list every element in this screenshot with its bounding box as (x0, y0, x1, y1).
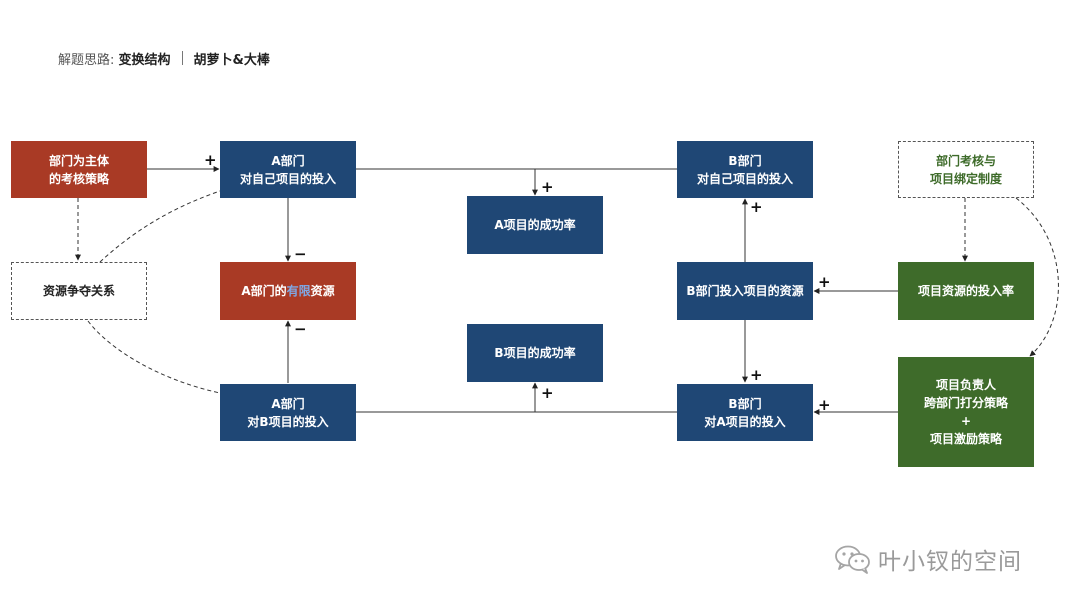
sign-b-res-to-b-self: + (750, 198, 763, 216)
node-a-limited-resource: A部门的有限资源 (220, 262, 356, 320)
sign-b-res-to-b-to-a: + (750, 366, 763, 384)
node-b-success: B项目的成功率 (467, 324, 603, 382)
node-b-to-a: B部门 对A项目的投入 (677, 384, 813, 441)
node-input-rate: 项目资源的投入率 (898, 262, 1034, 320)
sign-to-b-success: + (541, 384, 554, 402)
node-a-to-b: A部门 对B项目的投入 (220, 384, 356, 441)
sign-a-self-to-limited: − (294, 245, 307, 263)
node-a-self: A部门 对自己项目的投入 (220, 141, 356, 198)
node-binding-system: 部门考核与 项目绑定制度 (898, 141, 1034, 198)
node-leader-strategy: 项目负责人 跨部门打分策略 + 项目激励策略 (898, 357, 1034, 467)
node-a-success: A项目的成功率 (467, 196, 603, 254)
header-label: 解题思路: (58, 52, 115, 68)
edge-binding-to-leader (1015, 197, 1059, 357)
edge-competition-to-a-to-b (87, 320, 221, 394)
node-b-resource: B部门投入项目的资源 (677, 262, 813, 320)
sign-a-to-b-to-limited: − (294, 320, 307, 338)
wechat-icon (835, 545, 870, 574)
header-divider (181, 51, 183, 65)
edge-competition-to-a-self (99, 190, 221, 263)
header-author: 胡萝卜&大棒 (193, 52, 270, 68)
node-b-self: B部门 对自己项目的投入 (677, 141, 813, 198)
sign-rate-to-b-res: + (818, 273, 831, 291)
node-dept-strategy: 部门为主体 的考核策略 (11, 141, 147, 198)
sign-leader-to-b-to-a: + (818, 396, 831, 414)
watermark-text: 叶小钗的空间 (878, 549, 1022, 575)
header: 解题思路: 变换结构 胡萝卜&大棒 (58, 48, 270, 68)
sign-to-a-success: + (541, 178, 554, 196)
node-resource-competition: 资源争夺关系 (11, 262, 147, 320)
sign-strategy-to-a-self: + (204, 151, 217, 169)
watermark: 叶小钗的空间 (834, 541, 1022, 577)
header-topic: 变换结构 (118, 52, 171, 68)
